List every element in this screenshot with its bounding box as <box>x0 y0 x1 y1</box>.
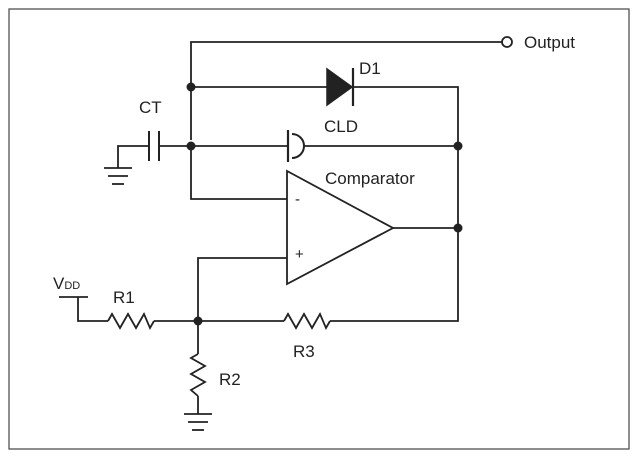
cld-dome <box>291 133 305 159</box>
resistor-r1-symbol <box>107 311 155 331</box>
d1-label: D1 <box>359 59 381 78</box>
resistor-r2-symbol <box>189 353 207 397</box>
noninverting-input-wire <box>197 257 287 321</box>
output-label: Output <box>524 33 575 52</box>
comparator-plus-pin: + <box>295 246 304 263</box>
junction-dot <box>453 141 463 151</box>
comparator-label: Comparator <box>325 169 415 188</box>
vdd-wire <box>77 297 108 322</box>
right-bus-wire <box>330 146 459 322</box>
output-wire <box>190 41 502 140</box>
comparator-minus-pin: - <box>295 191 300 208</box>
ct-ground-icon <box>104 167 132 185</box>
r2-ground-icon <box>184 413 212 431</box>
ct-label: CT <box>139 98 162 117</box>
junction-dot <box>186 141 196 151</box>
r1-label: R1 <box>113 288 135 307</box>
output-terminal <box>501 36 513 48</box>
ct-wire-left <box>117 145 149 168</box>
vdd-label: VDD <box>53 274 80 293</box>
resistor-r3-symbol <box>283 311 331 331</box>
r3-label: R3 <box>293 342 315 361</box>
diode-d1-symbol <box>326 67 354 107</box>
junction-dot <box>186 82 196 92</box>
junction-dot <box>193 316 203 326</box>
r2-label: R2 <box>219 370 241 389</box>
cld-label: CLD <box>324 117 358 136</box>
diagram-frame <box>8 8 630 450</box>
comparator-symbol <box>286 169 395 286</box>
d1-wire-right <box>353 86 459 146</box>
inverting-input-wire <box>190 146 287 200</box>
junction-dot <box>453 223 463 233</box>
